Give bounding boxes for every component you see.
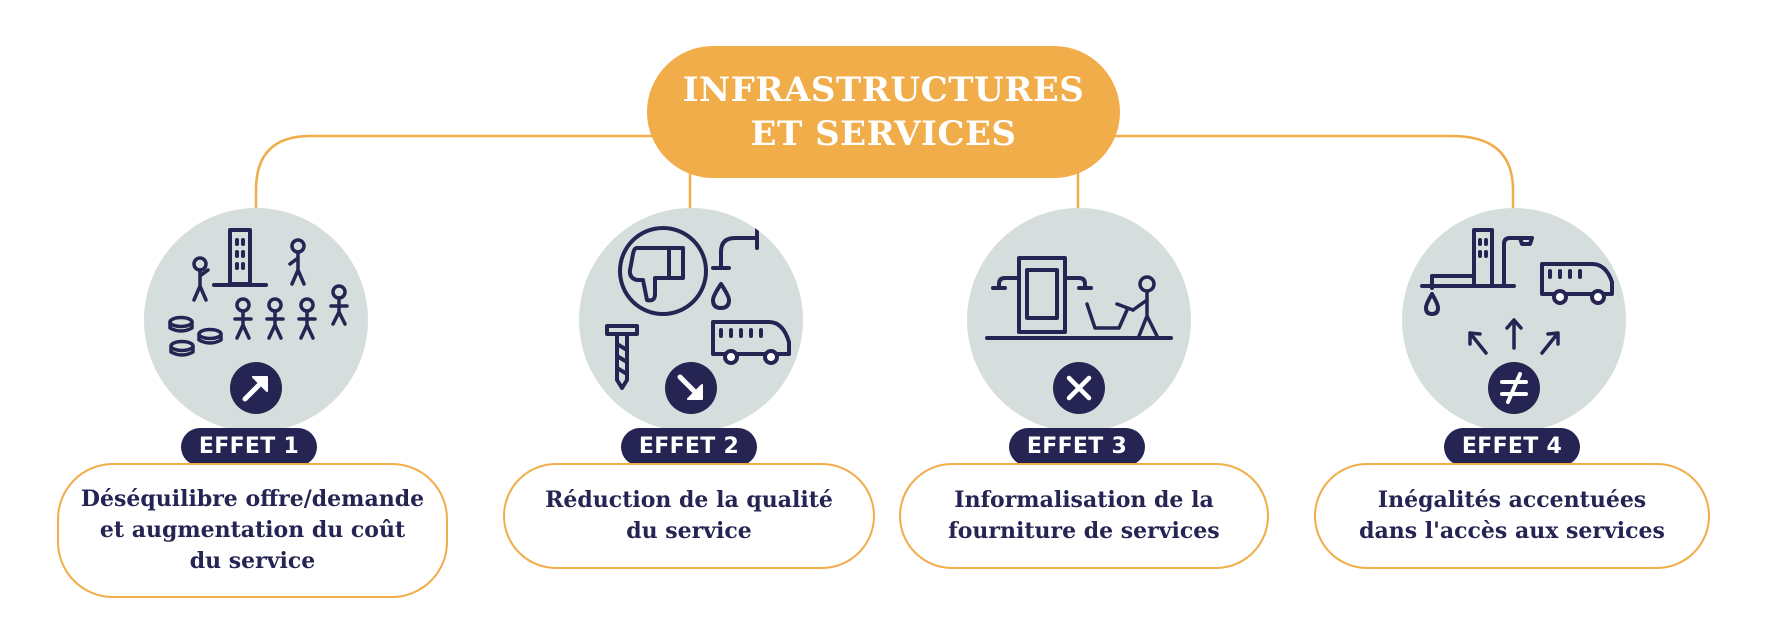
effect-1-illustration <box>144 208 368 432</box>
diverging-arrows-icon <box>1468 318 1560 355</box>
effect-1-line-2: et augmentation du coût <box>99 517 406 543</box>
effect-1-description: Déséquilibre offre/demande et augmentati… <box>57 463 448 598</box>
person-with-cart-icon <box>1085 275 1159 338</box>
bus-icon <box>711 320 791 365</box>
effect-3-description: Informalisation de la fourniture de serv… <box>899 463 1269 569</box>
effect-3-line-2: fourniture de services <box>948 518 1220 544</box>
title-line-1: INFRASTRUCTURES <box>682 70 1085 110</box>
crowd-icon <box>192 238 349 340</box>
building-icon <box>212 228 268 287</box>
thumbs-down-icon <box>618 226 708 316</box>
water-tap-icon <box>1424 274 1476 316</box>
not-equal-icon <box>1488 362 1540 414</box>
effect-1-line-1: Déséquilibre offre/demande <box>80 486 425 512</box>
close-x-icon <box>1053 362 1105 414</box>
screw-icon <box>605 324 639 390</box>
effect-2-line-1: Réduction de la qualité <box>545 487 833 513</box>
effect-4-line-2: dans l'accès aux services <box>1359 518 1665 544</box>
water-tap-icon <box>711 226 759 310</box>
effect-4-line-1: Inégalités accentuées <box>1377 487 1647 513</box>
effect-1-line-3: du service <box>189 548 316 574</box>
effect-2-illustration <box>579 208 803 432</box>
coins-icon <box>168 315 223 357</box>
effect-3-illustration <box>967 208 1191 432</box>
effect-3-badge: EFFET 3 <box>1009 428 1145 466</box>
effect-4-badge: EFFET 4 <box>1444 428 1580 466</box>
effect-4-illustration <box>1402 208 1626 432</box>
effect-2-description: Réduction de la qualité du service <box>503 463 875 569</box>
effect-4-description: Inégalités accentuées dans l'accès aux s… <box>1314 463 1710 569</box>
water-kiosk-icon <box>985 256 1173 340</box>
street-lamp-icon <box>1420 236 1534 288</box>
main-title: INFRASTRUCTURES ET SERVICES <box>647 46 1120 178</box>
arrow-down-right-icon <box>665 362 717 414</box>
effect-2-badge: EFFET 2 <box>621 428 757 466</box>
effect-3-line-1: Informalisation de la <box>954 487 1214 513</box>
arrow-up-right-icon <box>230 362 282 414</box>
building-icon <box>1472 228 1494 288</box>
effect-2-line-2: du service <box>626 518 752 544</box>
effect-1-badge: EFFET 1 <box>181 428 317 466</box>
title-line-2: ET SERVICES <box>750 114 1017 154</box>
bus-icon <box>1540 262 1614 305</box>
